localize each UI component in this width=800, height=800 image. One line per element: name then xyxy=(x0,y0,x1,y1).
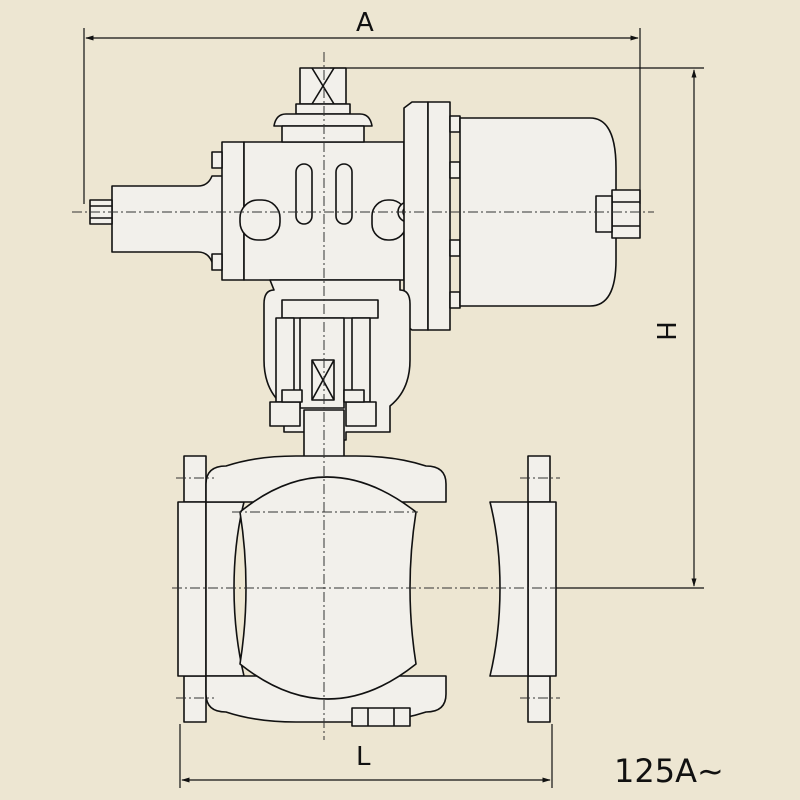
dimension-label-l: L xyxy=(356,742,371,772)
actuator-right-cylinder xyxy=(459,117,617,307)
actuator-collar xyxy=(273,113,373,127)
actuator-slot xyxy=(239,199,281,241)
valve-ball xyxy=(239,476,417,700)
actuator-left-cylinder xyxy=(111,175,239,263)
actuator-neck xyxy=(295,103,351,115)
left-flange xyxy=(183,455,207,503)
right-flange xyxy=(527,455,551,503)
left-pipe-neck xyxy=(205,501,245,677)
drain-plug xyxy=(351,707,411,727)
actuator-end-nut-right xyxy=(611,189,641,239)
actuator-top-cross xyxy=(311,67,335,105)
actuator-slot xyxy=(335,163,353,225)
actuator-slot xyxy=(295,163,313,225)
size-label: 125A~ xyxy=(614,752,724,790)
actuator-right-flange xyxy=(427,101,451,331)
dimension-label-h: H xyxy=(649,321,680,341)
dimension-label-a: A xyxy=(356,8,374,38)
right-pipe-neck xyxy=(489,501,529,677)
